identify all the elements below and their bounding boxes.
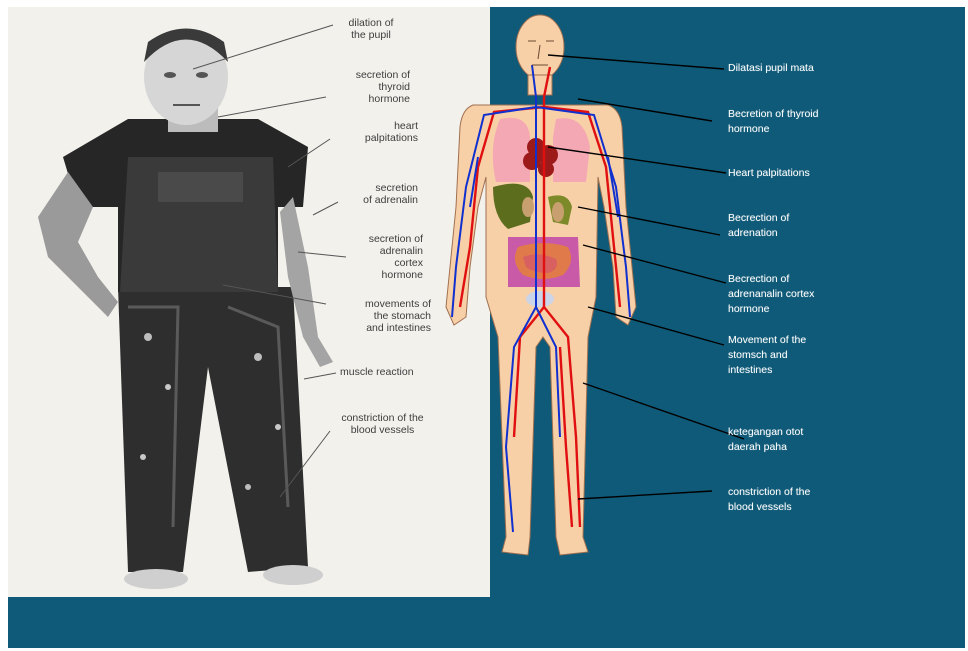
- right-label-stomach: Movement of the stomsch and intestines: [728, 333, 806, 378]
- right-label-pupil: Dilatasi pupil mata: [728, 61, 814, 76]
- right-label-adrenation: Becrection of adrenation: [728, 211, 789, 241]
- right-label-cortex: Becrection of adrenanalin cortex hormone: [728, 272, 814, 317]
- right-label-heart: Heart palpitations: [728, 166, 810, 181]
- anatomy-figure: [8, 7, 965, 648]
- right-label-vessels: constriction of the blood vessels: [728, 485, 810, 515]
- right-label-thigh: ketegangan otot daerah paha: [728, 425, 803, 455]
- slide-background: dilation of the pupil secretion of thyro…: [8, 7, 965, 648]
- right-label-thyroid: Becretion of thyroid hormone: [728, 107, 818, 137]
